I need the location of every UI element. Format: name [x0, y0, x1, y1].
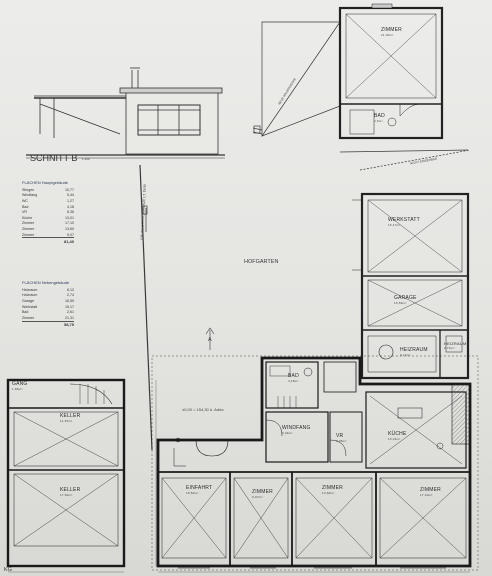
outbuilding-top — [338, 3, 444, 140]
basement — [6, 378, 126, 568]
section-scale: 1:100 — [82, 157, 90, 161]
section-title: SCHNITT B — [30, 153, 78, 163]
floor-label: KG — [4, 567, 12, 573]
section-marker-arrow — [205, 327, 215, 350]
section-marker-label: A — [208, 337, 212, 343]
main-house — [151, 355, 479, 571]
site-lines — [139, 21, 471, 451]
hofgarten-label: HOFGARTEN — [244, 259, 279, 265]
dimension-lines — [8, 380, 470, 573]
side-area-table-title: FLÄCHEN Nebengebäude — [22, 280, 70, 285]
main-area-total: 81,40 — [22, 237, 74, 244]
level-note: ±0,00 = 154,30 ü. Adria — [182, 407, 224, 412]
side-area-total: 58,75 — [22, 320, 74, 328]
main-area-table-title: FLÄCHEN Hauptgebäude — [22, 180, 69, 185]
outbuilding-lower — [352, 192, 470, 380]
section-b-elevation — [26, 67, 225, 159]
